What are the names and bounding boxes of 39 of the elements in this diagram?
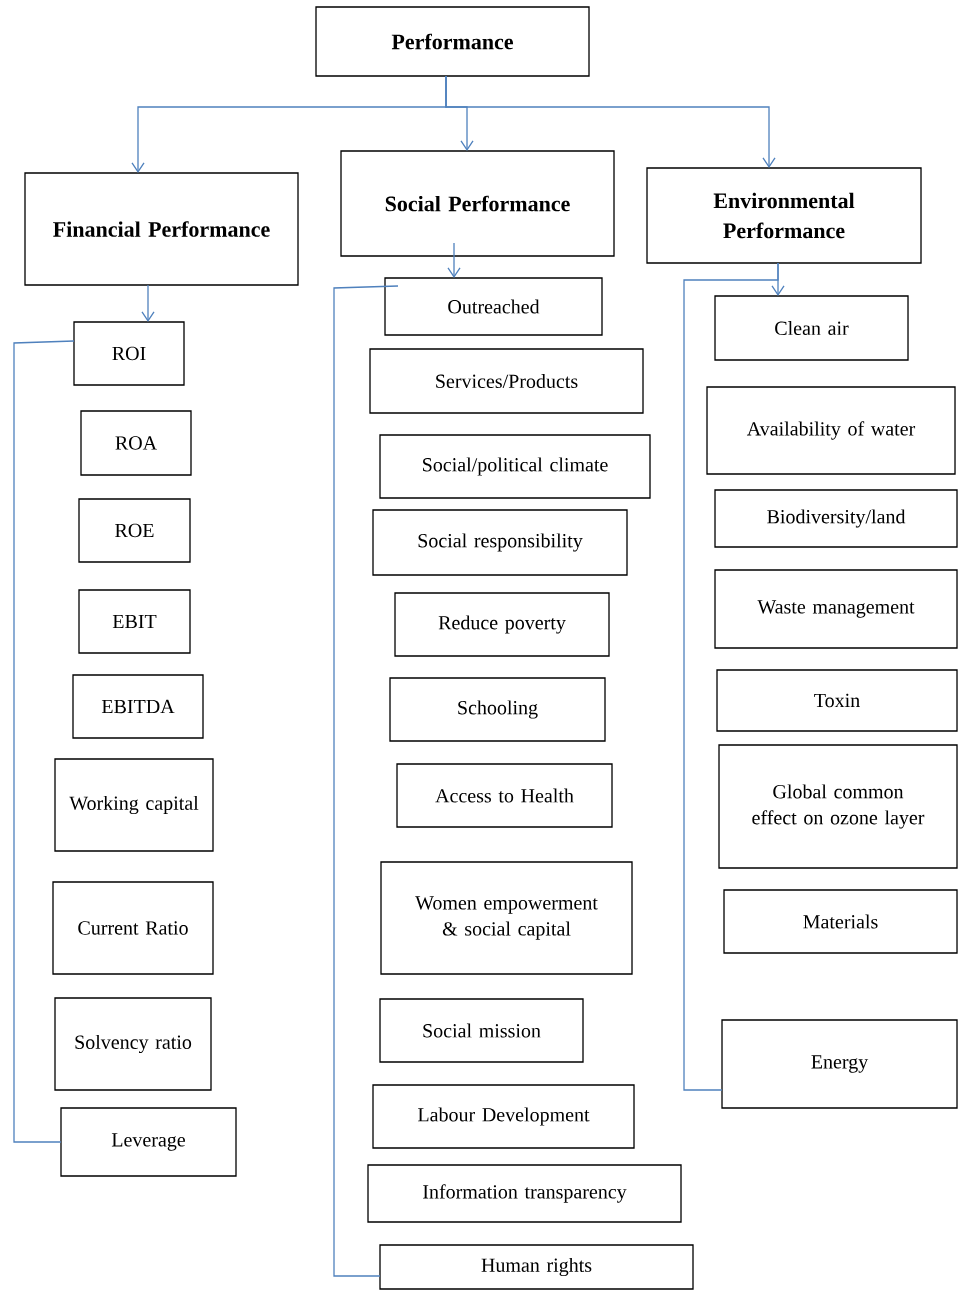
connector-line <box>683 262 779 1091</box>
item-box: Global common effect on ozone layer <box>718 744 958 869</box>
item-box: Solvency ratio <box>54 997 212 1091</box>
item-box: Women empowerment & social capital <box>380 861 633 975</box>
item-box: Working capital <box>54 758 214 852</box>
category-box: Financial Performance <box>24 172 299 286</box>
item-box: Schooling <box>389 677 606 742</box>
arrow <box>141 284 155 322</box>
item-box: ROA <box>80 410 192 476</box>
item-box: ROI <box>73 321 185 386</box>
item-box: ROE <box>78 498 191 563</box>
item-box: Leverage <box>60 1107 237 1177</box>
item-box: Availability of water <box>706 386 956 475</box>
item-box: Clean air <box>714 295 909 361</box>
category-box: Environmental Performance <box>646 167 922 264</box>
arrow <box>447 242 461 278</box>
connector-line <box>333 285 399 1277</box>
category-box: Social Performance <box>340 150 615 257</box>
item-box: Materials <box>723 889 958 954</box>
item-box: Current Ratio <box>52 881 214 975</box>
item-box: Energy <box>721 1019 958 1109</box>
item-box: Outreached <box>384 277 603 336</box>
category-box: Performance <box>315 6 590 77</box>
item-box: Social/political climate <box>379 434 651 499</box>
arrow <box>445 75 776 168</box>
item-box: Social mission <box>379 998 584 1063</box>
item-box: Biodiversity/land <box>714 489 958 548</box>
item-box: Access to Health <box>396 763 613 828</box>
item-box: Information transparency <box>367 1164 682 1223</box>
item-box: EBIT <box>78 589 191 654</box>
item-box: Labour Development <box>372 1084 635 1149</box>
item-box: EBITDA <box>72 674 204 739</box>
item-box: Waste management <box>714 569 958 649</box>
item-box: Services/Products <box>369 348 644 414</box>
item-box: Reduce poverty <box>394 592 610 657</box>
item-box: Toxin <box>716 669 958 732</box>
connector-line <box>13 340 75 1143</box>
item-box: Human rights <box>379 1244 694 1290</box>
item-box: Social responsibility <box>372 509 628 576</box>
